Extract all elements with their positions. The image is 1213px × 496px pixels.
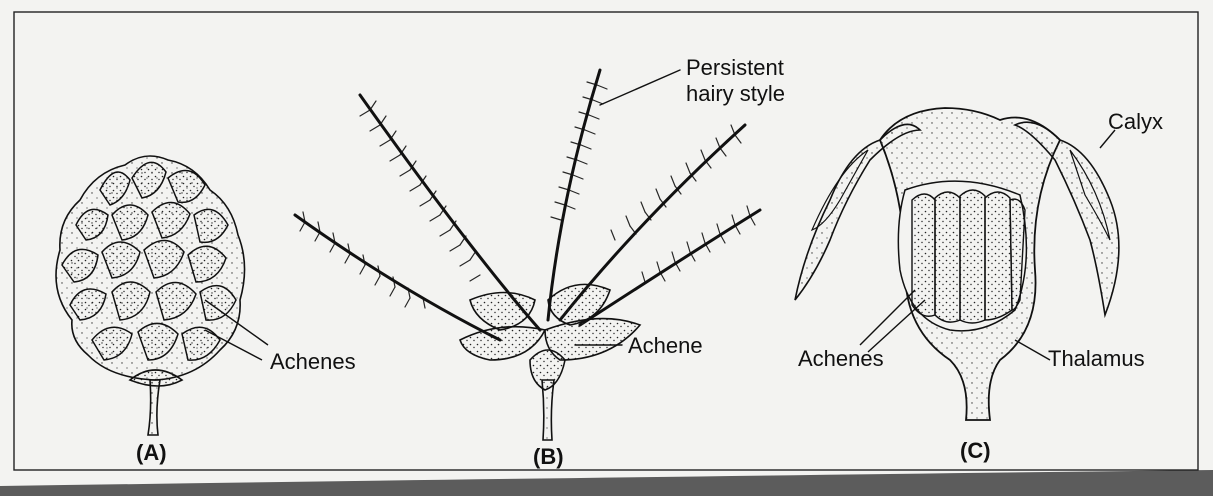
- panel-b-label-hairy-style: hairy style: [686, 82, 785, 106]
- panel-c-caption: (C): [960, 438, 991, 464]
- panel-a-caption: (A): [136, 440, 167, 466]
- panel-b-caption: (B): [533, 444, 564, 470]
- panel-b-label-persistent: Persistent: [686, 56, 784, 80]
- panel-c-label-calyx: Calyx: [1108, 110, 1163, 134]
- panel-c-label-thalamus: Thalamus: [1048, 347, 1145, 371]
- panel-c-label-achenes: Achenes: [798, 347, 884, 371]
- panel-a-label-achenes: Achenes: [270, 350, 356, 374]
- panel-b-label-achene: Achene: [628, 334, 703, 358]
